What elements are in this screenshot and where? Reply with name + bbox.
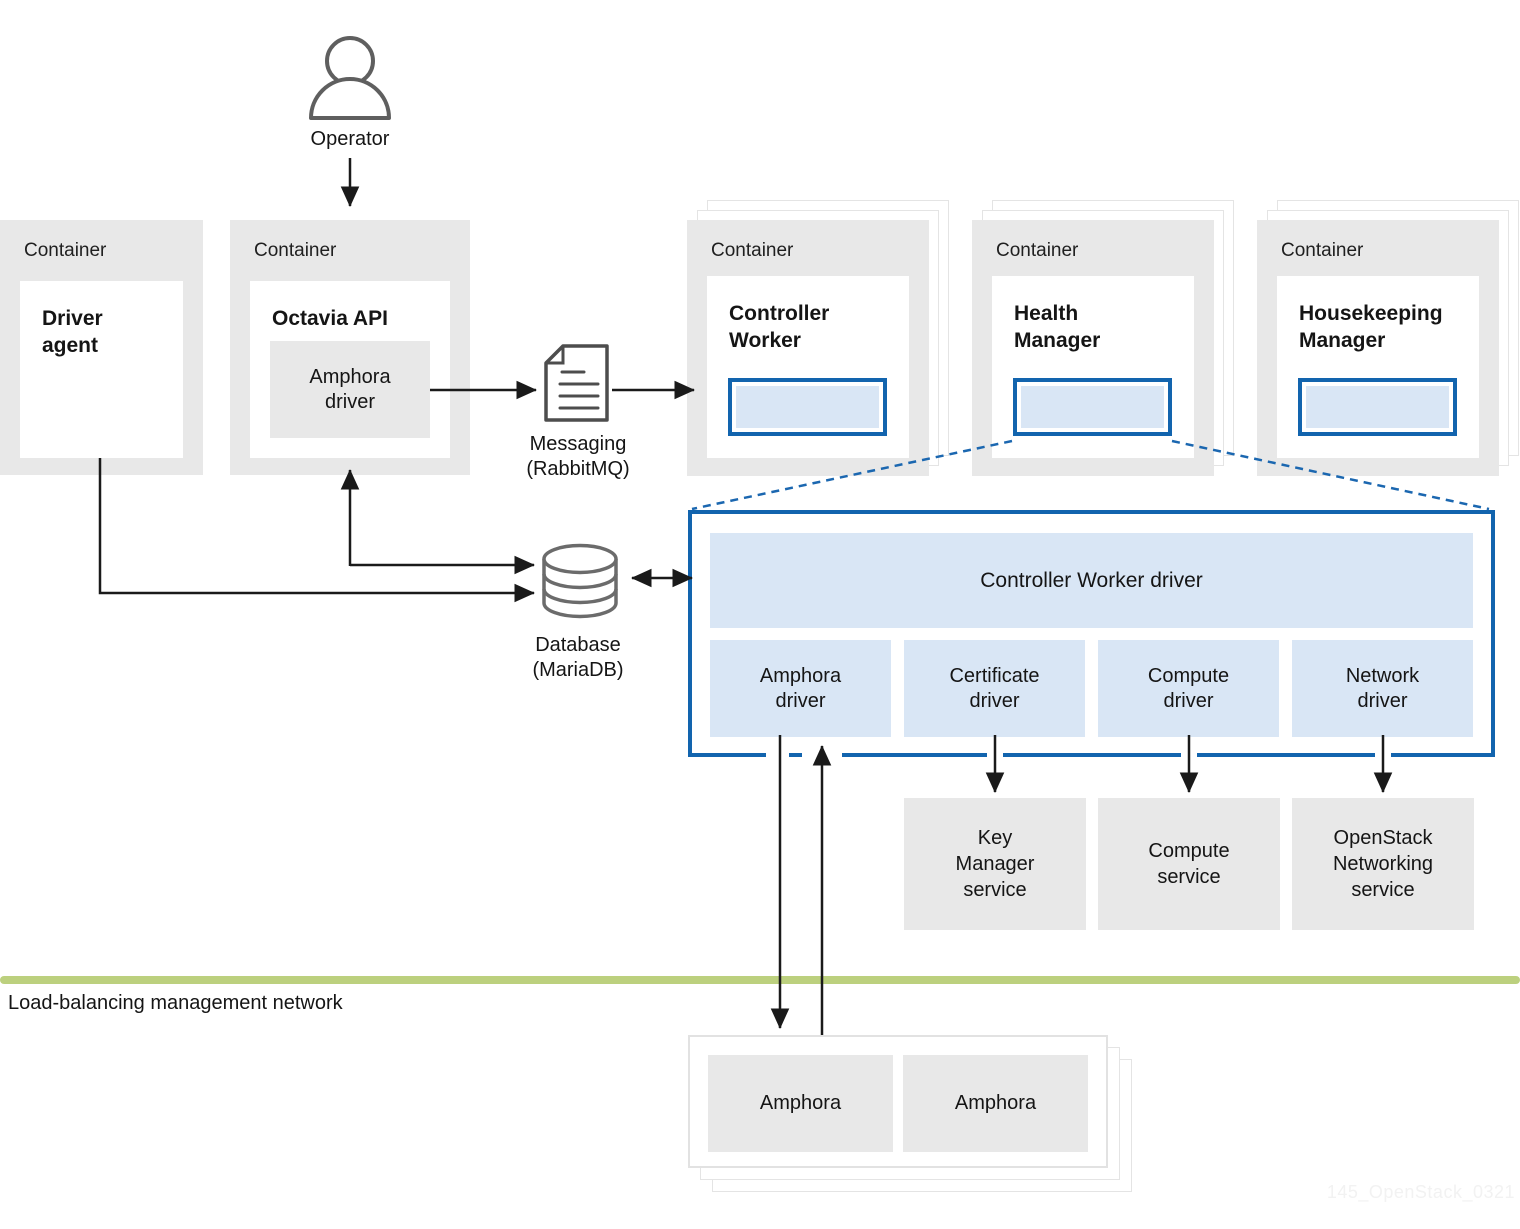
controller-worker-driver-panel: Controller Worker driver Amphora driver …: [688, 510, 1495, 757]
operator-label: Operator: [310, 128, 390, 150]
container-label: Container: [711, 240, 794, 261]
octavia-api-node: Octavia API Amphora driver: [250, 281, 450, 458]
controller-worker-driver-slot: [728, 378, 887, 436]
load-balancing-network-line: [0, 976, 1520, 984]
load-balancing-network-label: Load-balancing management network: [8, 992, 343, 1014]
panel-network-driver: Network driver: [1292, 640, 1473, 737]
panel-amphora-driver: Amphora driver: [710, 640, 891, 737]
container-driver-agent: Container Driver agent: [0, 220, 203, 475]
operator-icon: [309, 36, 391, 120]
key-manager-service-box: Key Manager service: [904, 798, 1086, 930]
database-label: Database (MariaDB): [532, 634, 624, 681]
driver-agent-node: Driver agent: [20, 281, 183, 458]
database-icon: [542, 543, 618, 619]
container-label: Container: [24, 240, 107, 261]
container-label: Container: [254, 240, 337, 261]
driver-slot-fill: [1306, 386, 1449, 428]
panel-certificate-driver: Certificate driver: [904, 640, 1085, 737]
driver-slot-fill: [736, 386, 879, 428]
health-manager-driver-slot: [1013, 378, 1172, 436]
amphora-driver-box: Amphora driver: [270, 341, 430, 438]
container-octavia-api: Container Octavia API Amphora driver: [230, 220, 470, 475]
amphora-box: Amphora: [903, 1055, 1088, 1152]
container-controller-worker: Container Controller Worker: [687, 220, 929, 476]
container-housekeeping-manager: Container Housekeeping Manager: [1257, 220, 1499, 476]
messaging-label: Messaging (RabbitMQ): [526, 433, 630, 480]
controller-worker-driver-bar: Controller Worker driver: [710, 533, 1473, 628]
openstack-networking-service-box: OpenStack Networking service: [1292, 798, 1474, 930]
container-label: Container: [1281, 240, 1364, 261]
arrow-driver-agent-to-database: [98, 458, 535, 603]
watermark: 145_OpenStack_0321: [1326, 1182, 1515, 1202]
octavia-api-title: Octavia API: [272, 307, 388, 330]
amphora-group: Amphora Amphora: [688, 1035, 1108, 1168]
container-label: Container: [996, 240, 1079, 261]
health-manager-title: Health Manager: [1014, 302, 1101, 353]
panel-compute-driver: Compute driver: [1098, 640, 1279, 737]
messaging-document-icon: [544, 344, 609, 422]
amphora-box: Amphora: [708, 1055, 893, 1152]
compute-service-box: Compute service: [1098, 798, 1280, 930]
housekeeping-manager-driver-slot: [1298, 378, 1457, 436]
controller-worker-title: Controller Worker: [729, 302, 830, 353]
container-health-manager: Container Health Manager: [972, 220, 1214, 476]
driver-slot-fill: [1021, 386, 1164, 428]
driver-agent-title: Driver agent: [42, 307, 103, 358]
housekeeping-manager-title: Housekeeping Manager: [1299, 302, 1443, 353]
